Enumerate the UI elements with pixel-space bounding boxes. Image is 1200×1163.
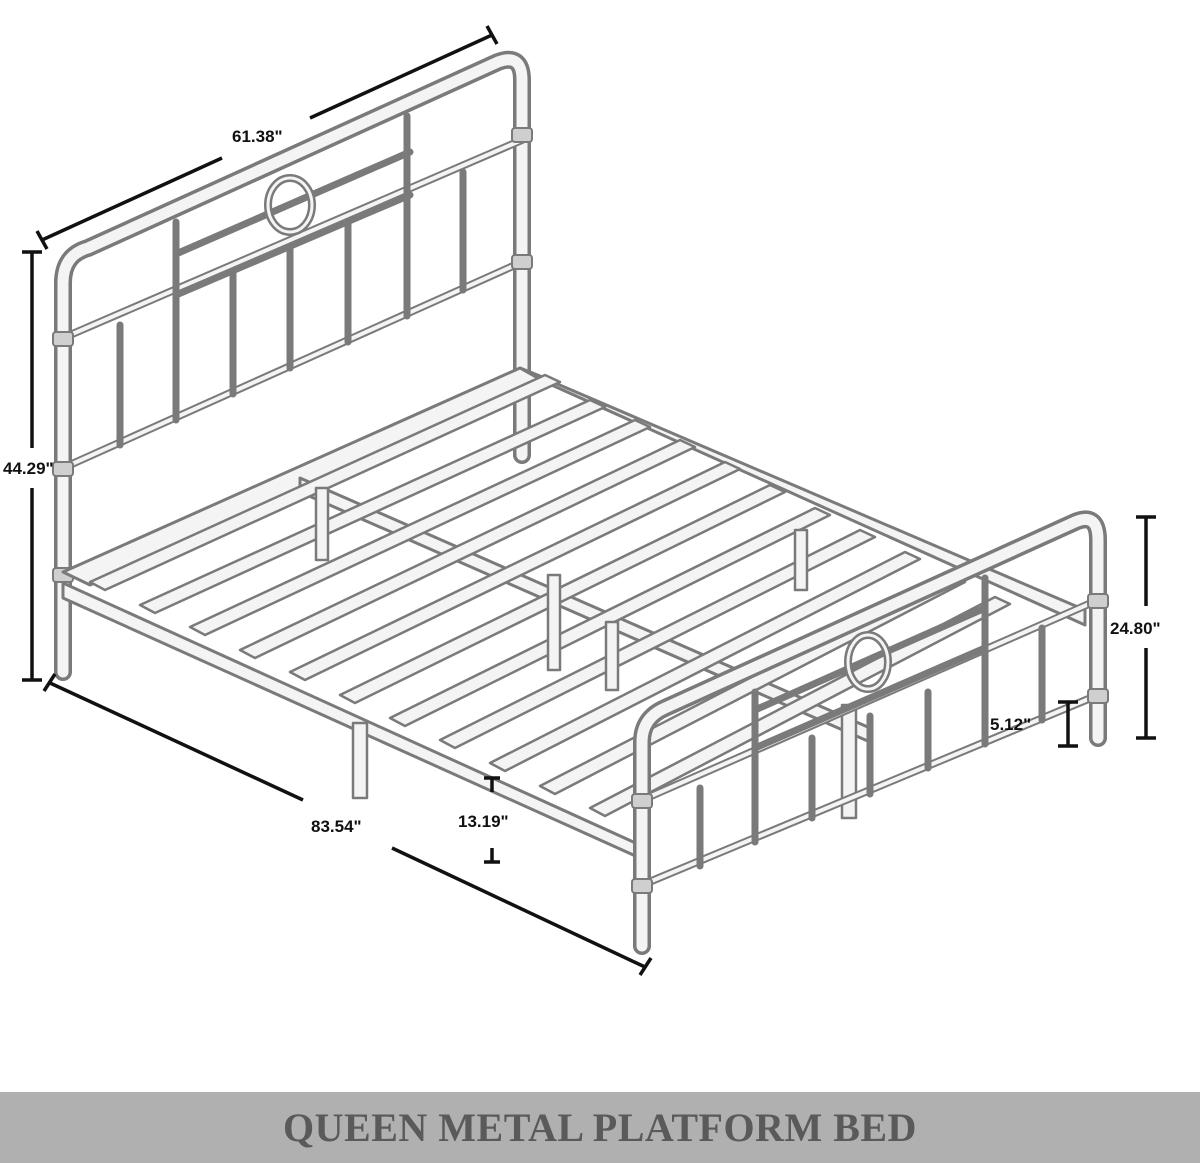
length-label: 83.54" xyxy=(311,817,362,836)
clearance-label: 13.19" xyxy=(458,812,509,831)
product-title: QUEEN METAL PLATFORM BED xyxy=(283,1105,917,1150)
width-label: 61.38" xyxy=(232,127,283,146)
footboard-height-label: 24.80" xyxy=(1110,619,1161,638)
dimension-headboard-height: 44.29" xyxy=(3,250,54,682)
title-bar: QUEEN METAL PLATFORM BED xyxy=(0,1092,1200,1163)
dimension-length: 83.54" xyxy=(42,673,653,976)
footboard xyxy=(631,510,1109,955)
platform-frame xyxy=(61,366,1087,860)
dimension-width: 61.38" xyxy=(35,25,499,250)
bed-diagram: 61.38" 44.29" 83.54" 13.19" 24.80" 5.12" xyxy=(3,25,1161,976)
dimension-footboard-height: 24.80" xyxy=(1110,515,1161,740)
headboard-height-label: 44.29" xyxy=(3,459,54,478)
dimension-footboard-gap: 5.12" xyxy=(990,700,1078,748)
dimension-clearance: 13.19" xyxy=(458,776,509,864)
headboard xyxy=(52,50,533,681)
footboard-gap-label: 5.12" xyxy=(990,715,1031,734)
